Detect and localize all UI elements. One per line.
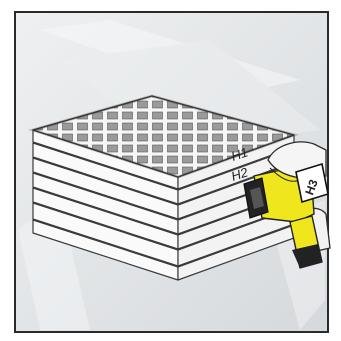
grating-stack-scene: H1 H2 H3 [0,0,341,341]
